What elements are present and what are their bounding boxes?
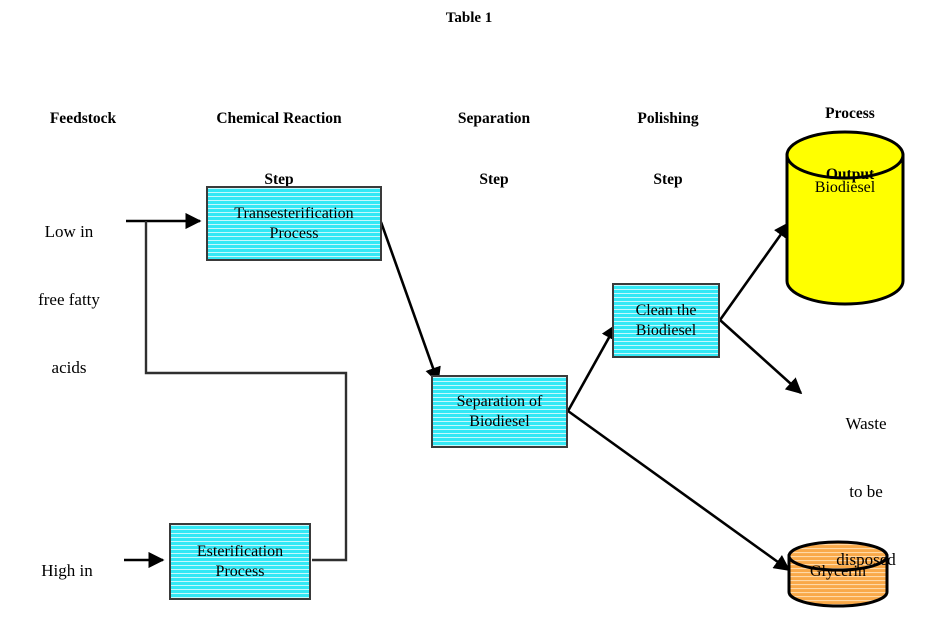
process-box-clean-label: Clean the Biodiesel: [636, 301, 697, 339]
glycerin-tank-label: Glycerin: [810, 563, 866, 580]
arrow-separation-to-clean: [566, 323, 618, 412]
process-box-transesterification-label: Transesterification Process: [234, 204, 353, 242]
separation-line2: Biodiesel: [469, 412, 530, 430]
feedstock-high-line1: High in: [41, 560, 93, 580]
connector-feed-bypass: [144, 221, 348, 562]
column-header-feedstock: Feedstock: [0, 68, 166, 170]
process-box-clean-the-biodiesel[interactable]: Clean the Biodiesel: [612, 283, 720, 358]
column-header-feedstock-line1: Feedstock: [49, 109, 117, 127]
arrow-clean-to-waste: [719, 319, 803, 395]
arrow-separation-to-glycerin: [567, 409, 791, 572]
column-header-separation-line1: Separation: [457, 109, 531, 127]
process-box-separation-of-biodiesel[interactable]: Separation of Biodiesel: [431, 375, 568, 448]
process-box-esterification-label: Esterification Process: [197, 542, 283, 580]
arrow-clean-to-biodiesel: [718, 221, 791, 321]
feedstock-low-line2: free fatty: [38, 289, 100, 309]
column-header-chemical-reaction-step: Chemical Reaction Step: [174, 68, 384, 232]
process-box-separation-label: Separation of Biodiesel: [457, 392, 543, 430]
process-box-esterification[interactable]: Esterification Process: [169, 523, 311, 600]
feedstock-label-high-ffa: High in free fatty acids: [12, 514, 122, 624]
waste-label: Waste to be disposed: [802, 367, 930, 617]
column-header-output-line2: Output: [825, 166, 875, 184]
column-header-chemical-line2: Step: [264, 171, 294, 189]
waste-line1: Waste: [845, 413, 887, 433]
transesterification-line1: Transesterification: [234, 205, 354, 223]
biodiesel-tank-label: Biodiesel: [814, 179, 876, 196]
arrow-transesterification-to-separation: [379, 221, 441, 384]
esterification-line1: Esterification: [196, 543, 284, 561]
clean-line1: Clean the: [635, 302, 697, 320]
process-box-transesterification[interactable]: Transesterification Process: [206, 186, 382, 261]
transesterification-line2: Process: [269, 224, 319, 242]
column-header-separation-step: Separation Step: [404, 68, 584, 232]
separation-line1: Separation of: [456, 393, 543, 411]
feedstock-label-low-ffa: Low in free fatty acids: [14, 175, 124, 425]
feedstock-low-line3: acids: [51, 358, 87, 378]
column-header-polishing-step: Polishing Step: [590, 68, 746, 232]
esterification-line2: Process: [215, 562, 265, 580]
column-header-polishing-line1: Polishing: [637, 109, 699, 127]
column-header-process-output: Process Output: [770, 63, 930, 227]
column-header-separation-line2: Step: [479, 171, 509, 189]
clean-line2: Biodiesel: [635, 321, 697, 339]
waste-line3: disposed: [836, 550, 896, 570]
biodiesel-cylinder: [785, 130, 905, 306]
glycerin-cylinder: [787, 540, 889, 608]
feedstock-low-line1: Low in: [44, 221, 94, 241]
waste-line2: to be: [849, 481, 883, 501]
column-header-output-line1: Process: [825, 104, 875, 122]
column-header-chemical-line1: Chemical Reaction: [216, 109, 342, 127]
column-header-polishing-line2: Step: [653, 171, 683, 189]
page-title: Table 1: [445, 10, 493, 26]
